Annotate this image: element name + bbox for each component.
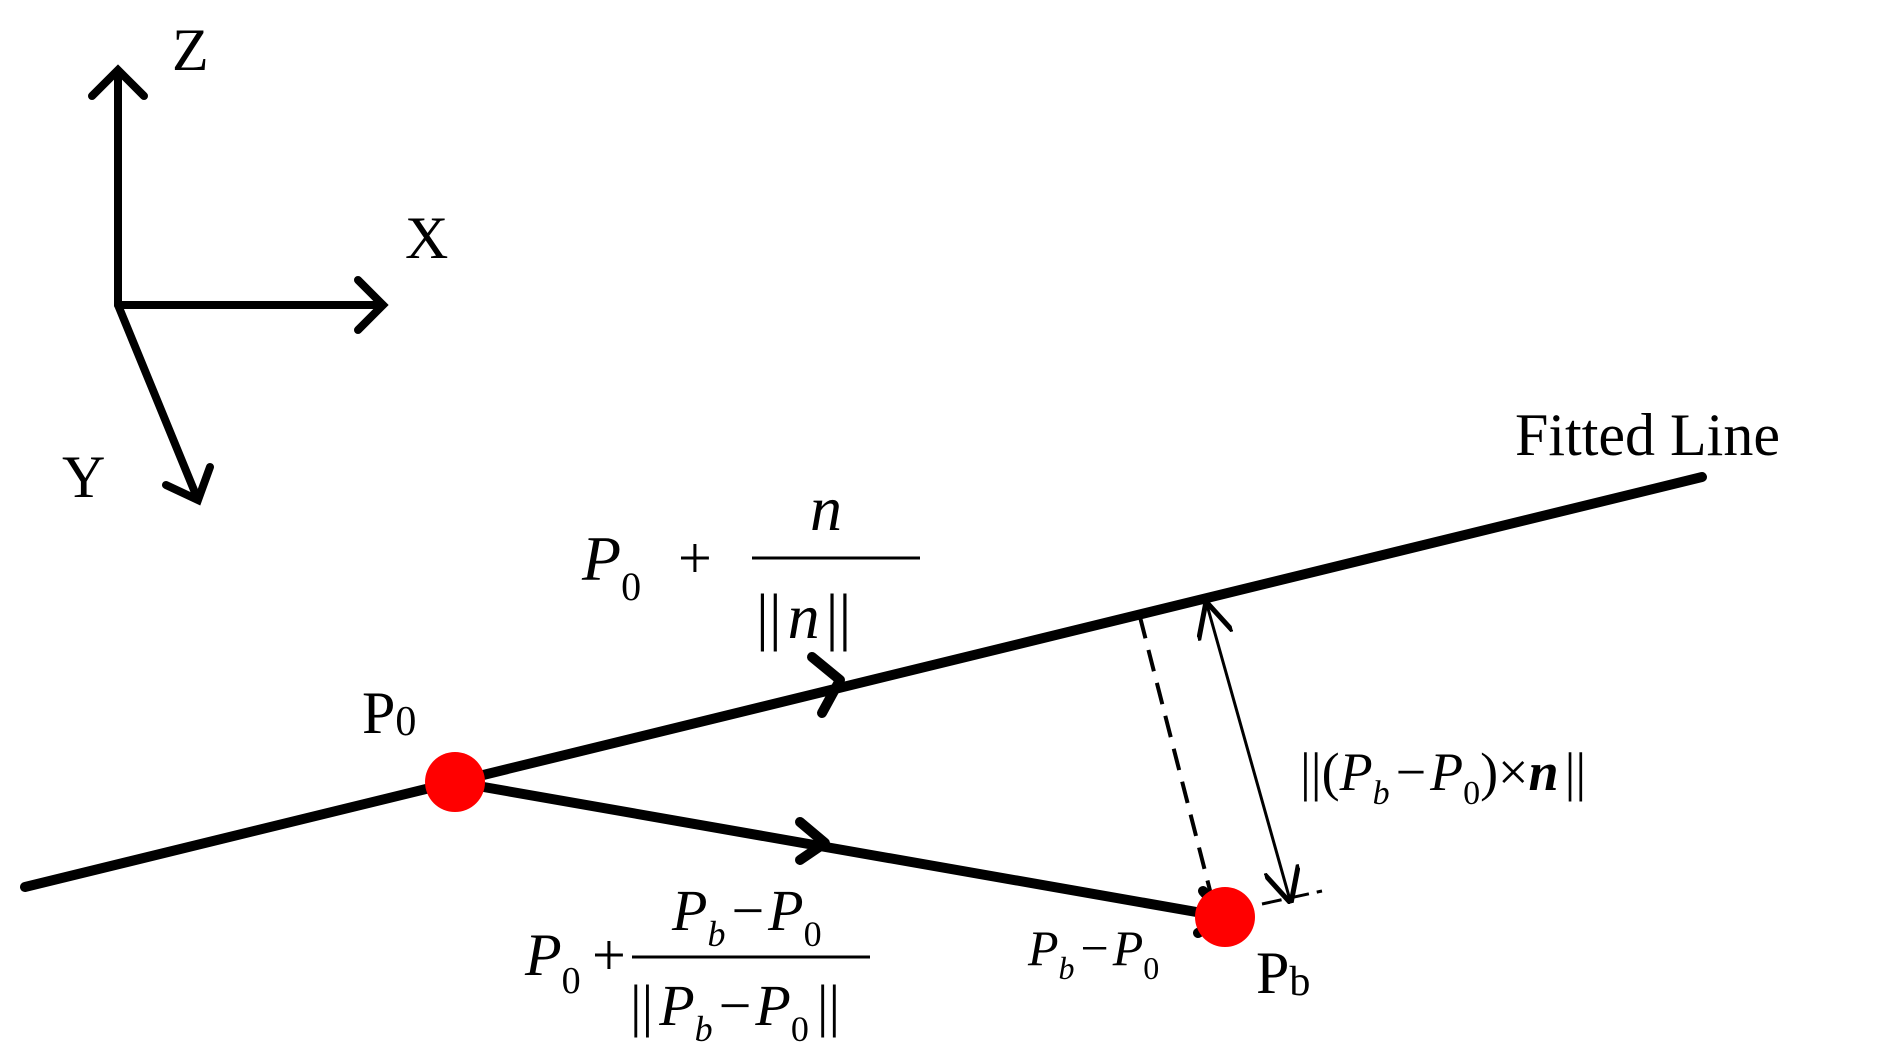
x-axis-arrowhead bbox=[354, 276, 389, 334]
formula-n-denominator: ||n|| bbox=[756, 581, 851, 652]
formula-n-plus: + bbox=[678, 525, 712, 591]
formula-pb-lhs: P0 bbox=[524, 922, 581, 1002]
vector-midpoint-arrowhead bbox=[795, 817, 830, 865]
formula-pb-numerator: Pb−P0 bbox=[671, 878, 822, 954]
y-axis-arrowhead bbox=[162, 463, 214, 506]
formula-vector-difference: Pb−P0 bbox=[1027, 920, 1159, 986]
fitted-line-label: Fitted Line bbox=[1515, 402, 1780, 468]
formula-n-numerator: n bbox=[810, 473, 842, 544]
z-axis-label: Z bbox=[172, 17, 209, 83]
vector-p0-pb bbox=[450, 777, 1230, 922]
point-pb-label: Pb bbox=[1256, 940, 1310, 1006]
x-axis-label: X bbox=[405, 205, 448, 271]
formula-n-lhs: P0 bbox=[581, 523, 641, 609]
point-p0-label: P0 bbox=[362, 680, 416, 746]
y-axis bbox=[114, 301, 200, 499]
formula-distance: ||(Pb−P0)×n|| bbox=[1300, 742, 1586, 812]
point-p0 bbox=[425, 752, 485, 812]
y-axis-label: Y bbox=[62, 444, 105, 510]
point-pb bbox=[1195, 887, 1255, 947]
projection-dashed-line bbox=[1138, 616, 1217, 911]
line-direction-arrowhead bbox=[807, 652, 845, 718]
formula-pb-plus: + bbox=[592, 922, 626, 988]
coordinate-axes bbox=[88, 64, 389, 506]
z-axis-arrowhead bbox=[88, 64, 148, 100]
formula-unit-vector-pb: P0 + Pb−P0 ||Pb−P0|| bbox=[524, 878, 870, 1049]
distance-dimension-tick bbox=[1261, 889, 1323, 906]
formula-unit-direction: P0 + n ||n|| bbox=[581, 473, 920, 652]
distance-dimension-arrow bbox=[1207, 605, 1290, 900]
fitted-line bbox=[20, 472, 1707, 892]
formula-pb-denominator: ||Pb−P0|| bbox=[630, 973, 840, 1049]
